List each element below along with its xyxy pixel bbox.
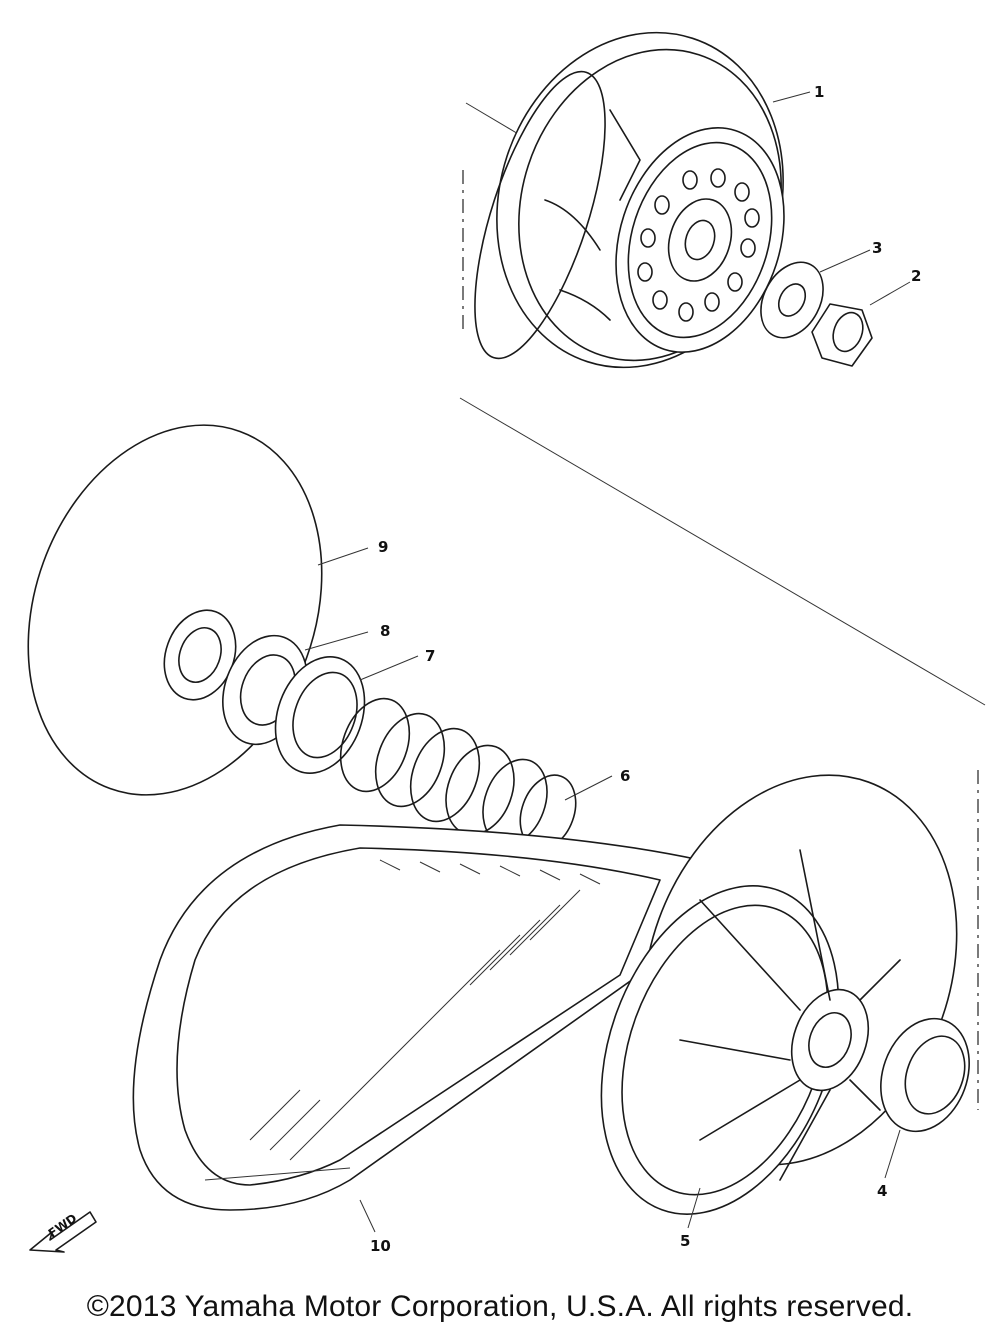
callout-8: 8 <box>380 622 390 640</box>
part-10-drive-belt <box>132 824 701 1233</box>
part-2-nut <box>811 281 911 367</box>
axis-lines <box>459 102 986 1110</box>
exploded-parts-diagram: FWD 1 2 3 4 5 6 7 8 9 10 <box>27 31 986 1255</box>
callout-10: 10 <box>370 1237 391 1255</box>
callout-1: 1 <box>814 83 824 101</box>
copyright-notice: ©2013 Yamaha Motor Corporation, U.S.A. A… <box>86 1290 914 1323</box>
fwd-direction-arrow: FWD <box>29 1211 97 1253</box>
callout-4: 4 <box>877 1182 887 1200</box>
callout-labels: 1 2 3 4 5 6 7 8 9 10 <box>370 83 921 1255</box>
callout-9: 9 <box>378 538 388 556</box>
part-5-secondary-sheave <box>600 774 958 1229</box>
callout-2: 2 <box>911 267 921 285</box>
part-4-spacer <box>880 1017 970 1179</box>
callout-3: 3 <box>872 239 882 257</box>
callout-5: 5 <box>680 1232 690 1250</box>
callout-6: 6 <box>620 767 630 785</box>
part-3-washer <box>760 249 871 339</box>
part-1-primary-sheave <box>474 31 811 369</box>
callout-7: 7 <box>425 647 435 665</box>
